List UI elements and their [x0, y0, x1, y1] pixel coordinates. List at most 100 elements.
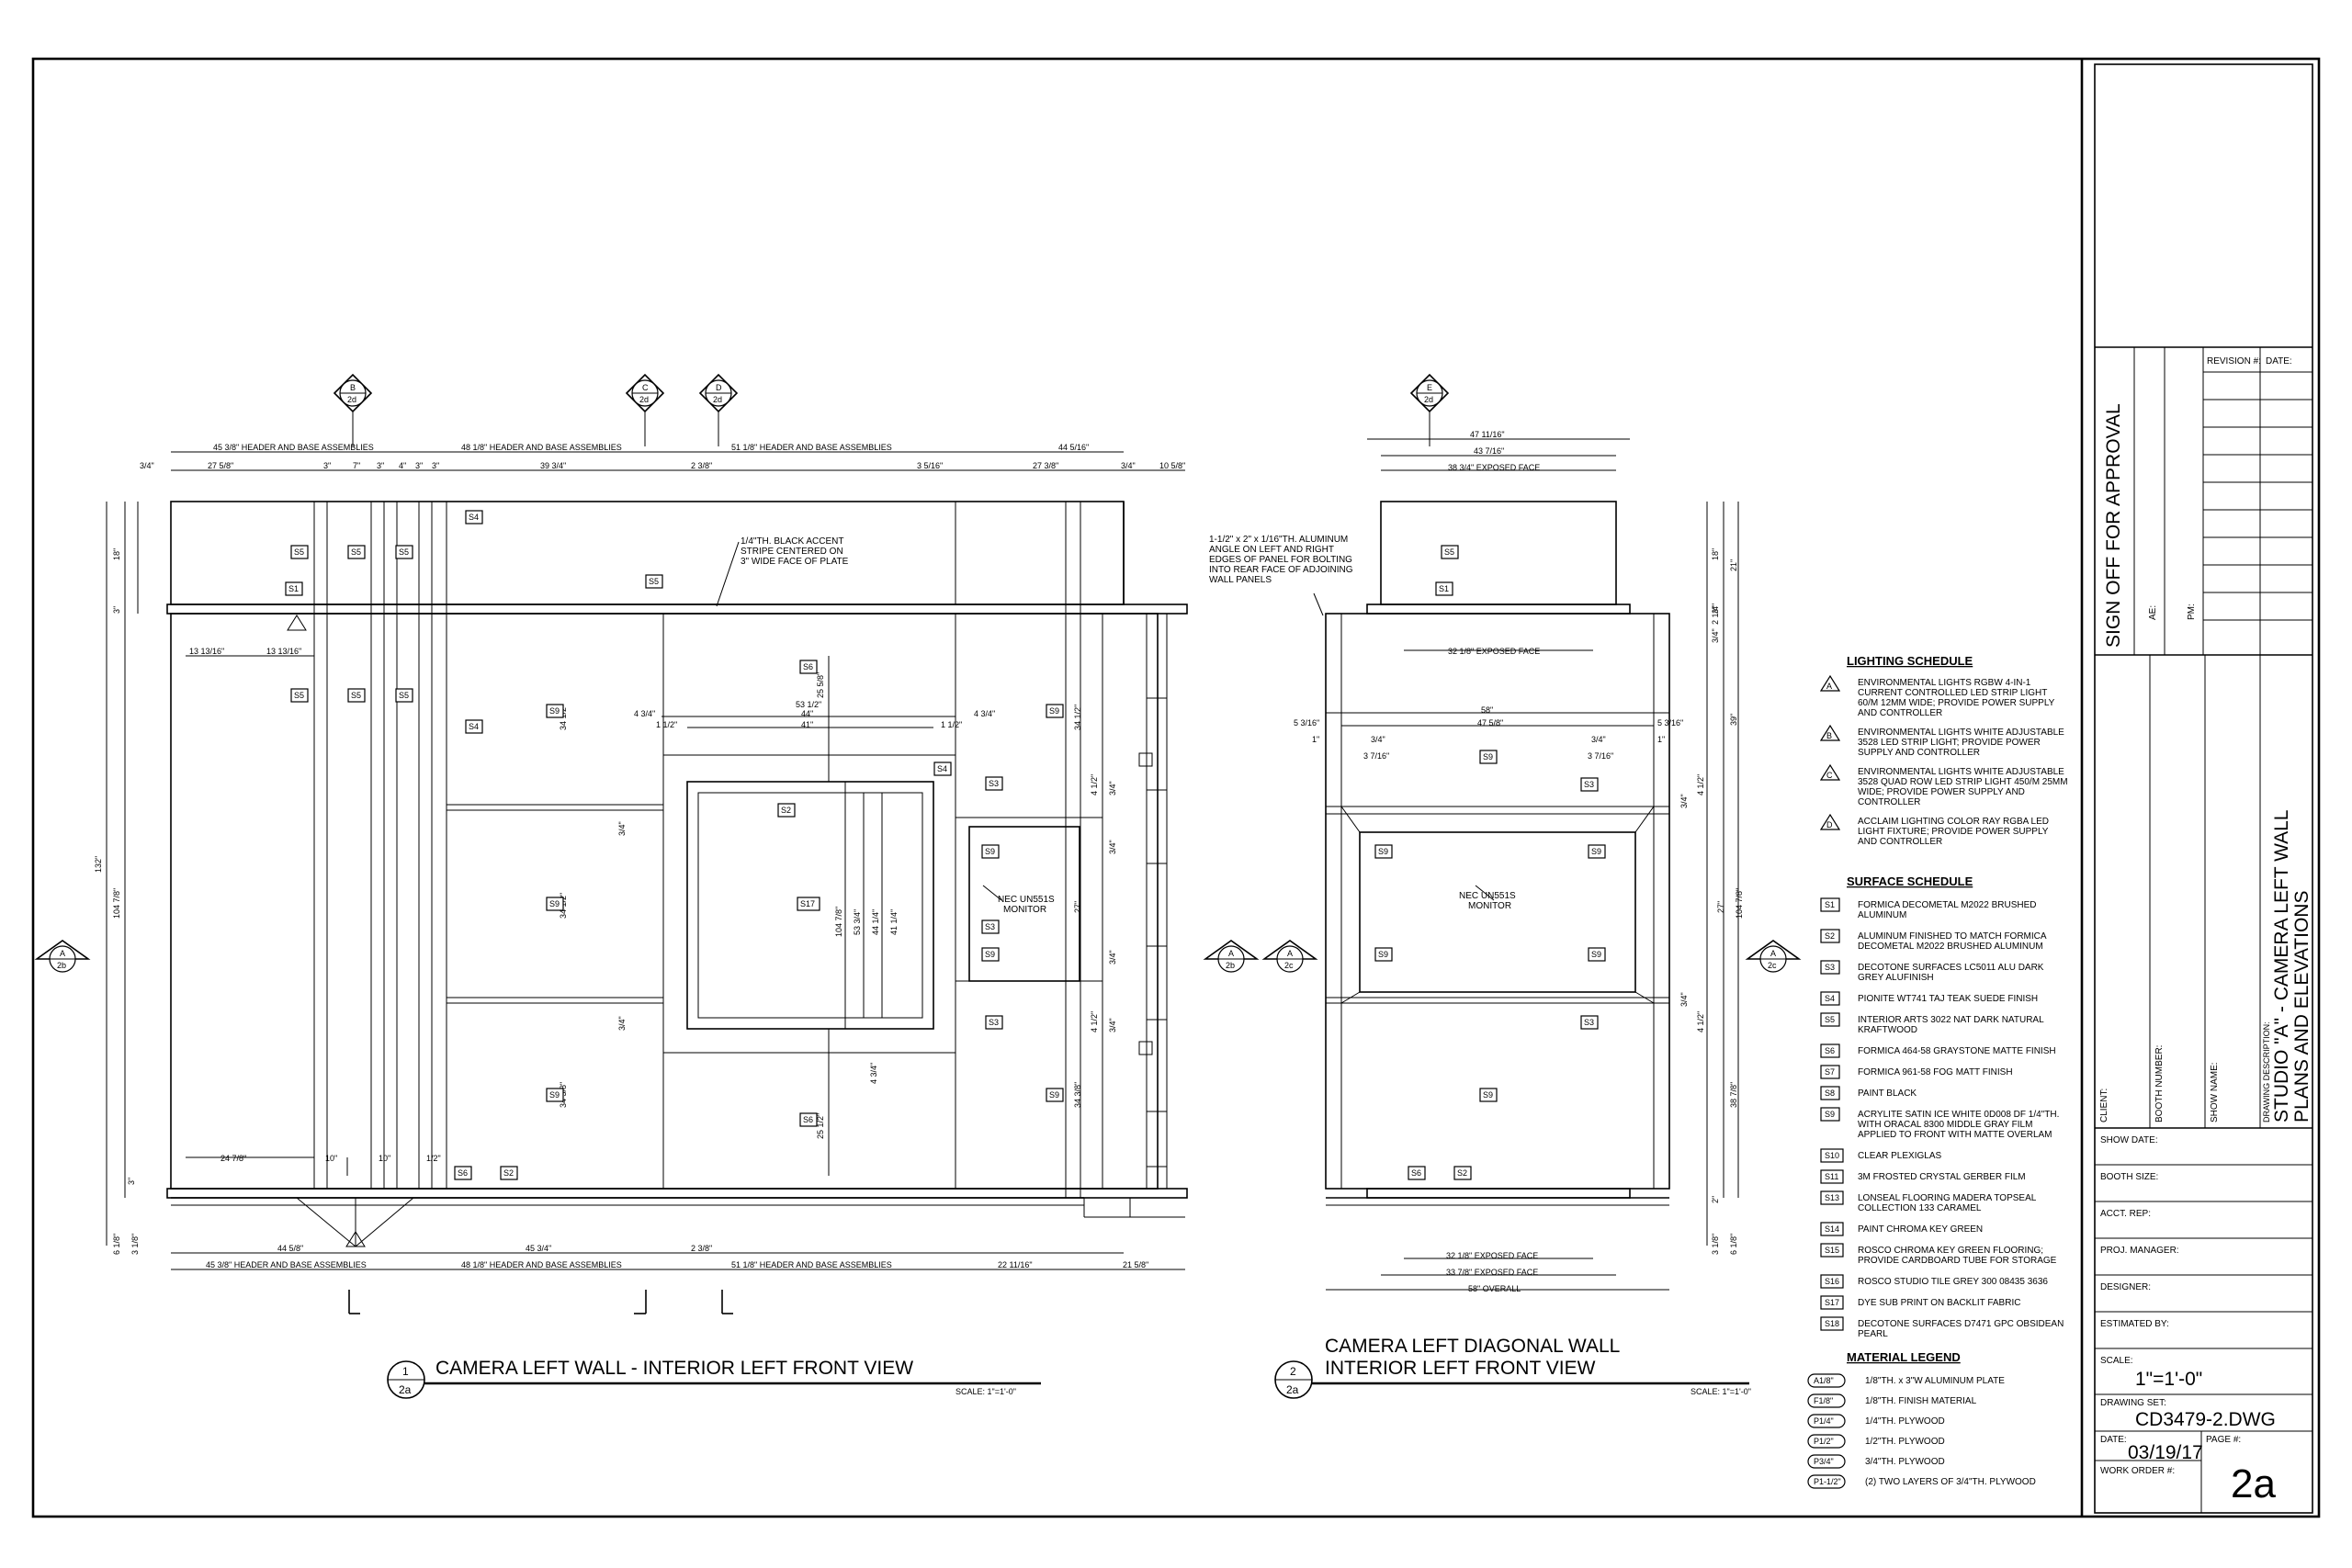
surface-tag: S5: [1825, 1015, 1835, 1024]
dimension-label: 18": [112, 548, 121, 560]
surface-desc: ROSCO STUDIO TILE GREY 300 08435 3636: [1858, 1277, 2048, 1287]
surface-desc: CLEAR PLEXIGLAS: [1858, 1151, 1941, 1161]
drawing-set-value: CD3479-2.DWG: [2135, 1409, 2276, 1430]
material-desc: 3/4"TH. PLYWOOD: [1865, 1457, 1945, 1467]
surface-tag: S7: [1825, 1067, 1835, 1077]
view-1-title-text: CAMERA LEFT WALL - INTERIOR LEFT FRONT V…: [435, 1358, 913, 1379]
tag-label: S2: [1457, 1168, 1467, 1178]
dimension-label: 13 13/16": [189, 647, 224, 656]
dimension-label: 4 3/4": [869, 1063, 878, 1084]
tag-s5: S5: [347, 545, 366, 559]
marker-sheet: 2b: [1226, 961, 1235, 970]
dimension-label: 4 1/2": [1090, 1011, 1099, 1032]
page-value: 2a: [2231, 1461, 2276, 1506]
scale-value: 1"=1'-0": [2135, 1369, 2202, 1390]
material-item: F1/8" 1/8"TH. FINISH MATERIAL: [1807, 1393, 1977, 1408]
dimension-label: 3/4": [617, 1016, 627, 1031]
surface-desc: DECOMETAL M2022 BRUSHED ALUMINUM: [1858, 942, 2043, 952]
section-marker-A2: A2b: [1203, 940, 1260, 973]
monitor-note: NEC UN551S: [998, 895, 1055, 905]
material-item: A1/8"1/8"TH. x 3"W ALUMINUM PLATE: [1807, 1373, 2005, 1388]
section-marker-A3: A2c: [1261, 940, 1318, 973]
tag-label: S2: [503, 1168, 514, 1178]
tag-s5: S5: [645, 574, 663, 589]
tag-label: S3: [985, 922, 995, 931]
angle-note: INTO REAR FACE OF ADJOINING: [1209, 565, 1353, 575]
tag-label: S5: [399, 547, 409, 557]
surface-tag: S14: [1825, 1224, 1839, 1234]
tag-label: S9: [1591, 847, 1601, 856]
tag-label: S6: [458, 1168, 468, 1178]
monitor-note: MONITOR: [1468, 901, 1511, 911]
tag-s5: S5: [347, 688, 366, 703]
view-2-number: 2: [1290, 1365, 1296, 1378]
tag-label: S5: [351, 547, 361, 557]
surface-tag: S13: [1825, 1193, 1839, 1202]
view-1-dimensions: [106, 451, 1185, 1314]
lighting-desc: AND CONTROLLER: [1858, 837, 1942, 847]
dimension-label: 51 1/8" HEADER AND BASE ASSEMBLIES: [731, 1260, 892, 1269]
section-marker-D: D2d: [698, 373, 739, 446]
date-value: 03/19/17: [2128, 1442, 2203, 1463]
material-desc: 1/4"TH. PLYWOOD: [1865, 1416, 1945, 1427]
dimension-label: 3": [1711, 606, 1720, 614]
tag-label: S9: [985, 950, 995, 959]
surface-desc: FORMICA 464-58 GRAYSTONE MATTE FINISH: [1858, 1046, 2056, 1056]
view-1-number: 1: [402, 1365, 409, 1378]
dimension-label: 3 7/16": [1588, 751, 1613, 761]
tag-label: S9: [1483, 1090, 1493, 1100]
tag-s5: S5: [290, 688, 309, 703]
dimension-label: 3 5/16": [917, 461, 943, 470]
dimension-label: 4 1/2": [1696, 1011, 1705, 1032]
pm-label: PM:: [2187, 604, 2197, 620]
section-marker-C: C2d: [625, 373, 665, 446]
surface-tag: S1: [1825, 900, 1835, 909]
dimension-label: 3/4": [1679, 992, 1689, 1007]
dimension-label: 4": [399, 461, 406, 470]
tag-s3: S3: [985, 776, 1003, 791]
marker-letter: A: [1770, 949, 1776, 958]
tag-s5: S5: [395, 545, 413, 559]
view-2-title-line-2: INTERIOR LEFT FRONT VIEW: [1325, 1358, 1596, 1379]
lighting-desc: AND CONTROLLER: [1858, 708, 1942, 718]
view-1-scale: SCALE: 1"=1'-0": [956, 1387, 1016, 1396]
surface-desc: COLLECTION 133 CARAMEL: [1858, 1203, 1982, 1213]
tag-s9: S9: [1479, 1088, 1498, 1102]
tag-label: S5: [294, 547, 304, 557]
angle-note: EDGES OF PANEL FOR BOLTING: [1209, 555, 1352, 565]
dimension-label: 34 3/8": [1073, 1082, 1082, 1108]
material-tag: F1/8": [1814, 1396, 1833, 1405]
dimension-label: 41 1/4": [889, 909, 899, 935]
tag-s9: S9: [1479, 750, 1498, 764]
surface-desc: FORMICA 961-58 FOG MATT FINISH: [1858, 1067, 2013, 1077]
tag-label: S3: [989, 779, 999, 788]
tag-s2: S2: [1453, 1166, 1472, 1180]
material-tag: P1-1/2": [1814, 1477, 1841, 1486]
surface-desc: PIONITE WT741 TAJ TEAK SUEDE FINISH: [1858, 994, 2038, 1004]
dimension-label: 27 5/8": [208, 461, 233, 470]
stripe-note: 3" WIDE FACE OF PLATE: [741, 557, 849, 567]
tag-label: S9: [1049, 1090, 1059, 1100]
dimension-label: 2 3/8": [691, 461, 712, 470]
marker-sheet: 2d: [639, 395, 649, 404]
dimension-label: 1/2": [426, 1154, 441, 1163]
dimension-label: 44 5/8": [277, 1244, 303, 1253]
dimension-label: 6 1/8": [112, 1234, 121, 1255]
dimension-label: 3/4": [1679, 794, 1689, 808]
material-desc: 1/8"TH. FINISH MATERIAL: [1865, 1396, 1977, 1406]
dimension-label: 3": [323, 461, 331, 470]
surface-desc: ALUMINUM FINISHED TO MATCH FORMICA: [1858, 931, 2047, 942]
monitor-note: NEC UN551S: [1459, 891, 1516, 901]
tag-label: S5: [351, 691, 361, 700]
lighting-schedule-title: LIGHTING SCHEDULE: [1847, 654, 1973, 668]
dimension-label: 5 3/16": [1657, 718, 1683, 728]
dimension-label: 132": [94, 856, 103, 873]
angle-note: ANGLE ON LEFT AND RIGHT: [1209, 545, 1334, 555]
marker-letter: E: [1427, 383, 1432, 392]
